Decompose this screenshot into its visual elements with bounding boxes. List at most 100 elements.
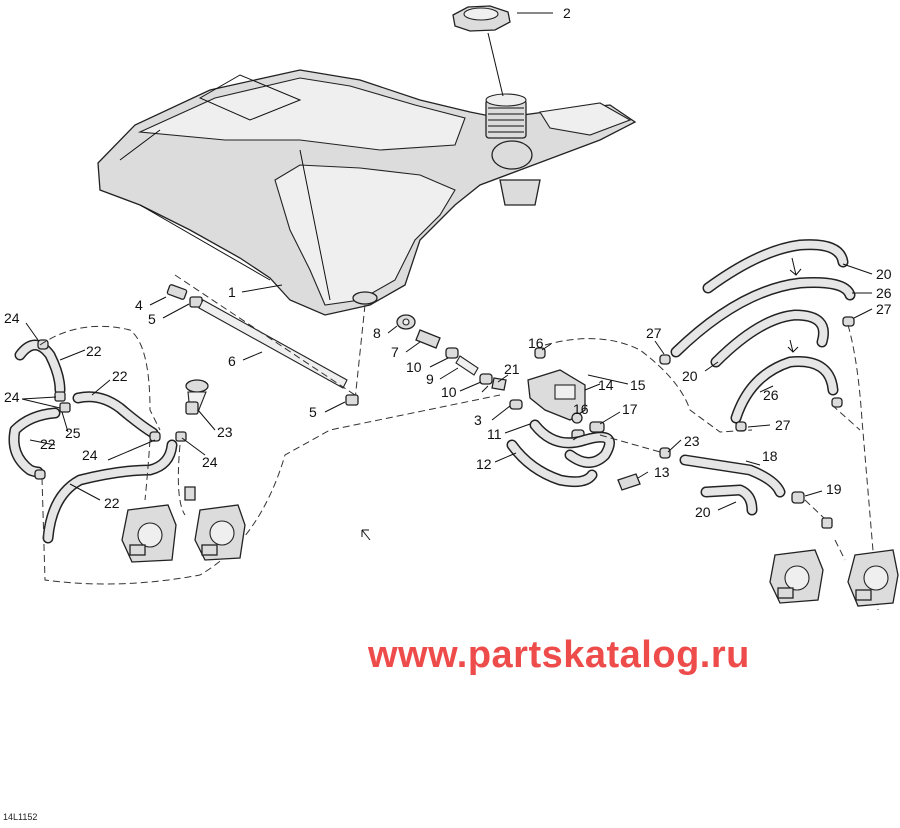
route-left-a xyxy=(39,325,161,431)
tee-25 xyxy=(54,391,71,413)
callout-c19: 19 xyxy=(826,481,842,497)
clamp-10-b xyxy=(479,373,493,385)
callout-c9: 9 xyxy=(426,371,434,387)
fuel-cap xyxy=(452,5,511,97)
callout-c12: 12 xyxy=(476,456,492,472)
callout-c23b: 23 xyxy=(684,433,700,449)
hose-9 xyxy=(455,355,479,376)
direction-arrows xyxy=(361,257,802,541)
hose-22-d xyxy=(42,439,178,544)
fitting-4 xyxy=(166,284,188,300)
hose-20-b xyxy=(710,309,829,368)
clamp-27-a xyxy=(659,354,671,365)
filter-23 xyxy=(175,379,209,442)
tank-outlet xyxy=(352,291,378,401)
route-left-c xyxy=(144,439,186,516)
callout-c3: 3 xyxy=(474,412,482,428)
callout-c24d: 24 xyxy=(202,454,218,470)
clamp-24-b xyxy=(149,431,161,442)
callout-c14: 14 xyxy=(598,377,614,393)
callout-c16b: 16 xyxy=(573,401,589,417)
fitting-7 xyxy=(415,329,441,349)
callout-c27b: 27 xyxy=(876,301,892,317)
callout-c10b: 10 xyxy=(441,384,457,400)
clamp-27-b xyxy=(842,316,855,327)
callout-c27c: 27 xyxy=(775,417,791,433)
callout-c8: 8 xyxy=(373,325,381,341)
hose-26-b xyxy=(730,356,839,424)
clip-13 xyxy=(617,473,641,491)
callout-c24b: 24 xyxy=(4,389,20,405)
figure-code: 14L1152 xyxy=(3,812,38,822)
route-right-b xyxy=(847,324,879,611)
callout-c20b: 20 xyxy=(682,368,698,384)
callout-c10a: 10 xyxy=(406,359,422,375)
callout-c1: 1 xyxy=(228,284,236,300)
clamp-24-c xyxy=(34,469,46,480)
clamp-19 xyxy=(791,491,805,504)
route-right-a xyxy=(544,338,753,433)
callout-c24a: 24 xyxy=(4,310,20,326)
route-right-c xyxy=(599,404,861,521)
grommet-8 xyxy=(396,314,416,330)
callout-c6: 6 xyxy=(228,353,236,369)
callout-c2: 2 xyxy=(563,5,571,21)
hose-11 xyxy=(529,419,615,468)
hose-26-a xyxy=(670,277,856,358)
clamp-16-a xyxy=(534,347,546,359)
nut-5-lower xyxy=(345,394,359,406)
callout-c5b: 5 xyxy=(309,404,317,420)
fuel-tank xyxy=(97,69,637,316)
callout-c22a: 22 xyxy=(86,343,102,359)
hose-22-a xyxy=(14,339,66,396)
callout-c26b: 26 xyxy=(763,387,779,403)
callout-c13: 13 xyxy=(654,464,670,480)
leader-lines xyxy=(21,12,873,511)
callout-c26a: 26 xyxy=(876,285,892,301)
callout-labels: 2 1 4 5 6 5 8 7 10 9 10 21 3 11 12 16 14… xyxy=(4,5,892,520)
tube-6 xyxy=(198,299,348,389)
callout-c21: 21 xyxy=(504,361,520,377)
clamp-27-d xyxy=(831,397,843,408)
valve-assembly xyxy=(527,369,586,424)
callout-c17: 17 xyxy=(622,401,638,417)
carburetor-right-1 xyxy=(769,517,833,604)
carburetor-right-2 xyxy=(834,539,899,607)
callout-c20c: 20 xyxy=(695,504,711,520)
callout-c24c: 24 xyxy=(82,447,98,463)
callout-c11: 11 xyxy=(487,426,502,442)
hose-22-b xyxy=(72,391,159,439)
tee-21 xyxy=(491,377,507,391)
hose-22-c xyxy=(8,407,61,478)
fitting-17 xyxy=(589,421,605,433)
watermark-text: www.partskatalog.ru xyxy=(368,634,750,676)
callout-c25: 25 xyxy=(65,425,81,441)
callout-c22d: 22 xyxy=(104,495,120,511)
callout-c7: 7 xyxy=(391,344,399,360)
route-left-b xyxy=(41,394,501,585)
callout-c5a: 5 xyxy=(148,311,156,327)
callout-c27a: 27 xyxy=(646,325,662,341)
callout-c23a: 23 xyxy=(217,424,233,440)
callout-c20a: 20 xyxy=(876,266,892,282)
hose-18 xyxy=(679,454,786,498)
clamp-10-a xyxy=(445,347,459,359)
callout-c18: 18 xyxy=(762,448,778,464)
callout-c22c: 22 xyxy=(40,436,56,452)
hose-20-a xyxy=(702,239,849,294)
clamp-23-b xyxy=(659,447,671,459)
carburetor-left-2 xyxy=(184,486,246,561)
clamp-3 xyxy=(509,399,523,410)
hose-12 xyxy=(506,439,598,488)
hose-20-c xyxy=(700,484,758,516)
clamp-27-c xyxy=(735,421,747,432)
rod-line xyxy=(174,274,356,396)
clamp-24-a xyxy=(37,339,49,350)
callout-c16a: 16 xyxy=(528,335,544,351)
callout-c22b: 22 xyxy=(112,368,128,384)
carburetor-left-1 xyxy=(121,504,177,563)
callout-c4: 4 xyxy=(135,297,143,313)
callout-c15: 15 xyxy=(630,377,646,393)
filler-neck xyxy=(485,93,533,170)
